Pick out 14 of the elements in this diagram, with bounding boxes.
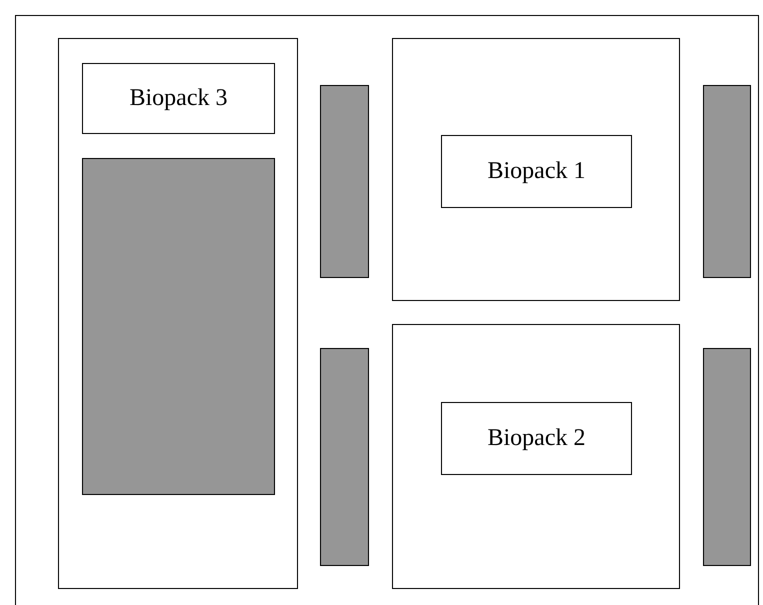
label-box xyxy=(441,402,632,475)
container-box xyxy=(392,324,680,589)
box-label: Biopack 3 xyxy=(130,85,228,112)
container-box xyxy=(58,38,298,589)
label-box xyxy=(82,63,275,134)
box-label: Biopack 2 xyxy=(488,425,586,452)
shaded-bar xyxy=(703,348,751,566)
container-box xyxy=(392,38,680,301)
shaded-bar xyxy=(703,85,751,278)
label-box xyxy=(441,135,632,208)
box-label: Biopack 1 xyxy=(488,158,586,185)
shaded-bar xyxy=(82,158,275,495)
shaded-bar xyxy=(320,85,369,278)
shaded-bar xyxy=(320,348,369,566)
